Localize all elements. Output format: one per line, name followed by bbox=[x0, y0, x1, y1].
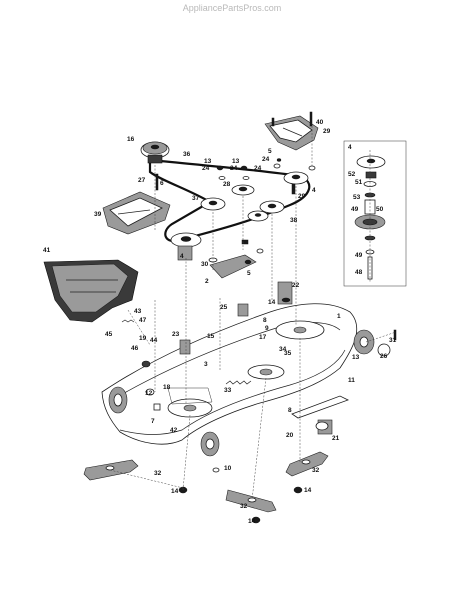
pulley-right-upper bbox=[283, 171, 309, 185]
callout-41: 41 bbox=[43, 247, 51, 254]
callout-22: 22 bbox=[292, 282, 300, 289]
callout-15: 15 bbox=[207, 333, 215, 340]
blade-center bbox=[225, 489, 277, 513]
assembly-lines bbox=[109, 126, 397, 501]
callout-47: 47 bbox=[139, 317, 147, 324]
blade-bolts bbox=[178, 467, 303, 524]
blade-right bbox=[285, 451, 329, 477]
callout-18: 18 bbox=[163, 384, 171, 391]
callout-49a: 49 bbox=[351, 206, 359, 213]
callout-53: 53 bbox=[353, 194, 361, 201]
callout-32b: 32 bbox=[240, 503, 248, 510]
callout-11: 11 bbox=[348, 377, 355, 384]
deck-wheel-left bbox=[108, 386, 128, 414]
callout-13c: 13 bbox=[352, 354, 360, 361]
callout-33: 33 bbox=[224, 387, 232, 394]
callout-8b: 8 bbox=[288, 407, 292, 414]
pulley-center bbox=[231, 184, 255, 196]
callout-38: 38 bbox=[290, 217, 298, 224]
mower-deck-shell bbox=[101, 303, 358, 445]
pulley-left bbox=[200, 197, 226, 211]
belt-cover-right bbox=[264, 115, 319, 151]
callout-7: 7 bbox=[151, 418, 155, 425]
drive-belt bbox=[148, 158, 311, 243]
spindle-pulley-left bbox=[170, 232, 202, 261]
callout-40: 40 bbox=[316, 119, 324, 126]
callout-4a: 4 bbox=[180, 253, 184, 260]
pulley-right-lower bbox=[247, 200, 285, 222]
callout-5a: 5 bbox=[268, 148, 272, 155]
belt-cover-left bbox=[102, 191, 171, 235]
callout-36: 36 bbox=[183, 151, 191, 158]
callout-37: 37 bbox=[192, 195, 200, 202]
callout-19: 19 bbox=[139, 335, 147, 342]
deck-hardware bbox=[121, 281, 397, 435]
callout-39: 39 bbox=[94, 211, 102, 218]
callout-24a: 24 bbox=[202, 165, 210, 172]
callout-9: 9 bbox=[265, 325, 269, 332]
callout-25: 25 bbox=[220, 304, 228, 311]
callout-21: 21 bbox=[332, 435, 340, 442]
callout-49b: 49 bbox=[355, 252, 363, 259]
inset-frame bbox=[343, 140, 407, 287]
callout-42: 42 bbox=[170, 427, 178, 434]
callout-13b: 13 bbox=[232, 158, 240, 165]
callout-17: 17 bbox=[259, 334, 267, 341]
callout-8a: 8 bbox=[263, 317, 267, 324]
callout-27: 27 bbox=[138, 177, 146, 184]
callout-1: 1 bbox=[337, 313, 341, 320]
callout-20: 20 bbox=[286, 432, 294, 439]
callout-23: 23 bbox=[172, 331, 180, 338]
callout-48: 48 bbox=[355, 269, 363, 276]
callout-12: 12 bbox=[145, 390, 153, 397]
callout-32c: 32 bbox=[312, 467, 320, 474]
deck-wheel-front bbox=[200, 431, 220, 457]
callout-16: 16 bbox=[127, 136, 135, 143]
callout-29b: 29 bbox=[298, 193, 306, 200]
callout-43: 43 bbox=[134, 308, 142, 315]
callout-50: 50 bbox=[376, 206, 384, 213]
callout-51: 51 bbox=[355, 179, 363, 186]
callout-13a: 13 bbox=[204, 158, 212, 165]
watermark: AppliancePartsPros.com bbox=[182, 3, 282, 13]
callout-14a: 14 bbox=[268, 299, 276, 306]
callout-28: 28 bbox=[223, 181, 231, 188]
callout-5b: 5 bbox=[247, 270, 251, 277]
callout-14c: 14 bbox=[248, 518, 256, 525]
callout-6: 6 bbox=[160, 180, 164, 187]
callout-35: 35 bbox=[284, 350, 292, 357]
callout-10: 10 bbox=[224, 465, 232, 472]
callout-4c: 4 bbox=[348, 144, 352, 151]
callout-24b: 24 bbox=[230, 165, 238, 172]
callout-26: 26 bbox=[380, 353, 388, 360]
callout-30: 30 bbox=[201, 261, 209, 268]
idler-bracket bbox=[208, 239, 264, 279]
callout-24d: 24 bbox=[254, 165, 262, 172]
callout-4b: 4 bbox=[312, 187, 316, 194]
callout-14d: 14 bbox=[304, 487, 312, 494]
callout-52: 52 bbox=[348, 171, 356, 178]
callout-32a: 32 bbox=[154, 470, 162, 477]
callout-46: 46 bbox=[131, 345, 139, 352]
inset-nut bbox=[365, 171, 377, 179]
callout-2: 2 bbox=[205, 278, 209, 285]
inset-pulley-hub bbox=[366, 158, 376, 164]
callout-44: 44 bbox=[150, 337, 158, 344]
hardware-top bbox=[155, 111, 316, 195]
idler-pulley-top bbox=[140, 141, 170, 164]
callout-3: 3 bbox=[204, 361, 208, 368]
deck-wheel-right bbox=[353, 329, 391, 357]
callout-24c: 24 bbox=[262, 156, 270, 163]
callout-34: 34 bbox=[279, 346, 287, 353]
callout-31: 31 bbox=[389, 337, 397, 344]
callout-45: 45 bbox=[105, 331, 113, 338]
callout-29: 29 bbox=[323, 128, 331, 135]
spindle-inset bbox=[343, 140, 407, 287]
callout-14b: 14 bbox=[171, 488, 179, 495]
discharge-chute bbox=[43, 259, 139, 323]
callout-labels: 1 2 3 4 4 4 5 5 6 7 8 8 9 10 11 12 13 13… bbox=[43, 119, 397, 525]
